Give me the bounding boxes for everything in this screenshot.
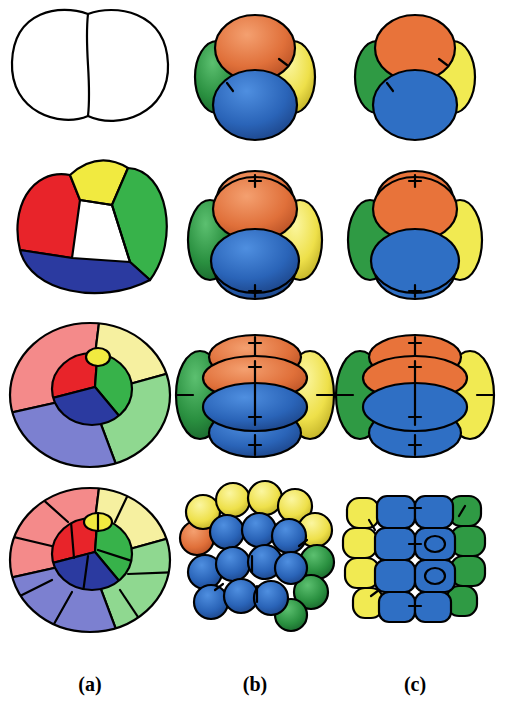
sixteen-cell-embryo [115, 480, 135, 522]
flat-embryo-views [343, 496, 485, 622]
four-cell-embryo [80, 200, 130, 262]
flat-embryo-views [345, 558, 379, 588]
two-cell-embryo [12, 10, 168, 121]
sixteen-cell-embryo [97, 513, 99, 531]
sixteen-cell-embryo [45, 510, 135, 600]
shaded-embryo-views [254, 581, 288, 615]
flat-embryo-views [377, 496, 415, 528]
flat-embryo-views [451, 556, 485, 586]
two-cell-embryo [87, 14, 89, 116]
sixteen-cell-embryo [82, 556, 88, 600]
shaded-embryo-views [216, 547, 250, 581]
shaded-embryo-views [248, 481, 282, 515]
sixteen-cell-embryo [2, 580, 52, 605]
flat-embryo-views [409, 605, 421, 607]
shaded-embryo-views [210, 515, 244, 549]
shaded-embryo-views [215, 584, 223, 590]
flat-embryo-views [347, 498, 379, 528]
eight-cell-embryo [0, 315, 180, 475]
shaded-embryo-views [224, 579, 258, 613]
sixteen-cell-embryo [128, 572, 178, 574]
eight-cell-embryo [0, 315, 180, 475]
sixteen-cell-embryo [0, 480, 180, 640]
flat-embryo-views [375, 560, 415, 592]
flat-embryo-views [415, 560, 455, 592]
shaded-embryo-views [180, 481, 334, 631]
sixteen-cell-embryo [0, 480, 180, 640]
eight-cell-embryo [86, 348, 110, 366]
flat-embryo-views [459, 506, 465, 516]
flat-embryo-views [425, 568, 445, 584]
four-cell-embryo [20, 250, 150, 293]
shaded-embryo-views [176, 15, 334, 631]
flat-embryo-views [343, 528, 377, 558]
flat-embryo-views [451, 526, 485, 556]
sixteen-cell-embryo [45, 592, 72, 640]
shaded-embryo-views [194, 585, 228, 619]
shaded-embryo-views [251, 556, 253, 572]
shaded-embryo-views [275, 552, 307, 584]
flat-embryo-views [415, 496, 453, 528]
flat-embryo-views [336, 335, 494, 457]
flat-embryo-views [425, 536, 445, 552]
eight-cell-embryo [45, 387, 135, 435]
flat-embryo-views [409, 507, 421, 509]
four-cell-embryo [17, 160, 166, 293]
shaded-embryo-views [299, 540, 307, 546]
sixteen-cell-embryo [98, 550, 135, 562]
flat-embryo-views [355, 15, 475, 140]
shaded-embryo-views [176, 335, 334, 457]
panel-label: (b) [243, 673, 267, 696]
panel-label: (a) [78, 673, 101, 696]
sixteen-cell-embryo [84, 513, 112, 531]
shaded-embryo-views [242, 513, 276, 547]
flat-embryo-views [348, 171, 482, 299]
panel-label: (c) [404, 673, 426, 696]
shaded-embryo-views [272, 519, 306, 553]
sixteen-cell-embryo [45, 552, 135, 600]
flat-embryo-views [409, 543, 421, 545]
sixteen-cell-embryo [70, 510, 74, 558]
eight-cell-embryo [45, 345, 135, 435]
two-cell-embryo [12, 10, 168, 121]
flat-embryo-views [369, 520, 375, 530]
flat-embryo-views [371, 590, 379, 596]
four-cell-embryo [17, 174, 80, 258]
sixteen-cell-embryo [10, 488, 170, 632]
shaded-embryo-views [188, 171, 322, 299]
flat-embryo-views [336, 15, 494, 622]
shaded-embryo-views [195, 15, 315, 140]
shaded-embryo-views [256, 586, 258, 602]
eight-cell-embryo [10, 323, 170, 467]
shaded-embryo-views [216, 483, 250, 517]
